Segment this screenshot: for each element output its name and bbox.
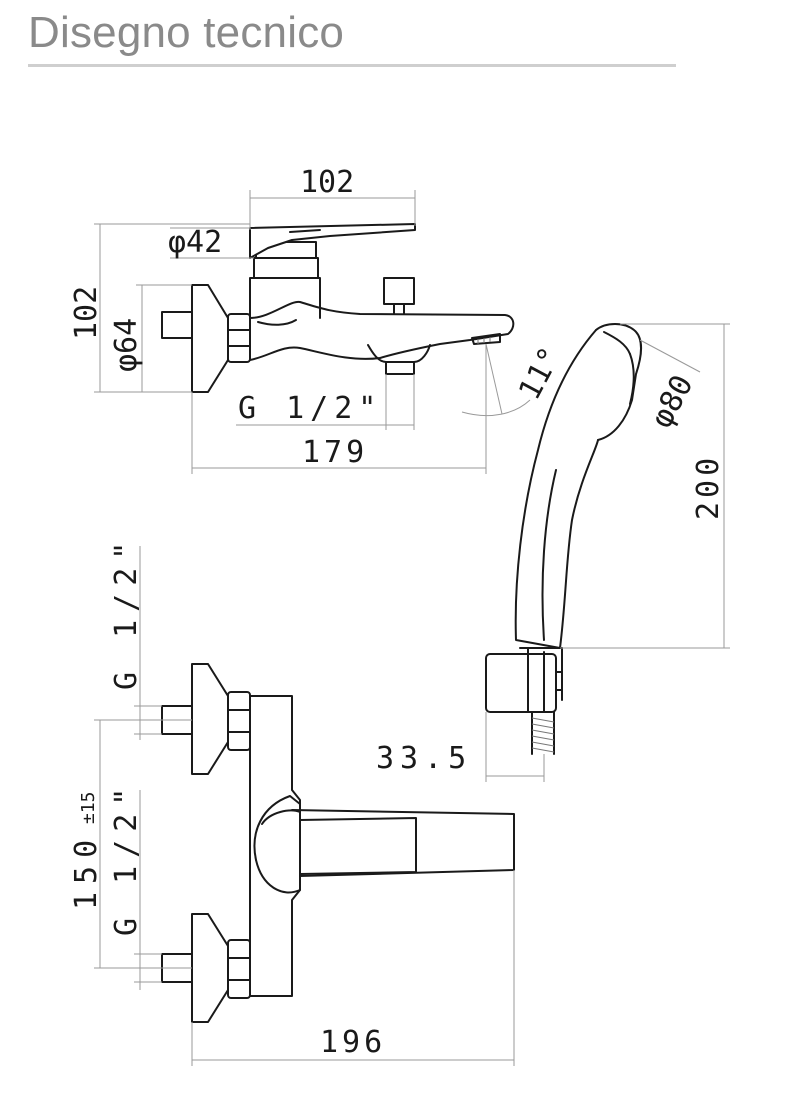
shower-hose [531,711,555,755]
dim-spout-angle: 11° [512,341,568,405]
dim-holder-offset: 33.5 [376,741,472,776]
hand-shower-dimensions [485,323,730,782]
dim-flange-diameter: φ64 [109,318,144,372]
dim-shower-length: 200 [691,454,726,520]
dim-height: 102 [69,286,104,340]
dim-front-width: 196 [320,1025,386,1060]
spout [249,300,515,361]
hand-shower-labels: φ80 200 33.5 [376,369,726,776]
top-view-dimensions [94,190,531,474]
dim-total-length: 179 [302,435,368,470]
upper-nut [227,691,251,751]
top-view-labels: 102 φ42 102 φ64 G 1/2" 179 11° [69,165,569,470]
lower-nut [227,939,251,999]
dim-head-diameter: φ80 [644,369,700,433]
mixer-front-body [249,695,301,997]
dim-outlet-thread: G 1/2" [238,391,382,426]
shower-head [595,323,642,441]
lever-handle [249,223,416,259]
front-view-dimensions [94,546,515,1066]
dim-inlet-upper: G 1/2" [109,534,144,690]
page-title: Disegno tecnico [28,8,345,57]
dim-width-top: 102 [300,165,354,200]
wall-flange [191,284,229,393]
shower-holder [485,653,557,713]
shower-handle [514,329,599,649]
hand-shower [485,323,642,755]
diverter-knob [383,277,415,305]
outlet-connector [385,361,415,375]
title-divider [28,64,676,67]
flange-stub [161,311,193,339]
front-view-labels: G 1/2" 150 ±15 G 1/2" 196 [69,534,386,1060]
dim-lever-diameter: φ42 [168,225,222,260]
upper-flange [191,663,229,775]
hex-nut [227,313,251,363]
dim-inlet-lower: G 1/2" [109,780,144,936]
dim-centres: 150 [69,832,104,910]
mixer-body [249,277,321,319]
dim-centres-tolerance: ±15 [78,791,99,824]
lower-flange [191,913,229,1023]
mixer-front-view [161,663,515,1023]
